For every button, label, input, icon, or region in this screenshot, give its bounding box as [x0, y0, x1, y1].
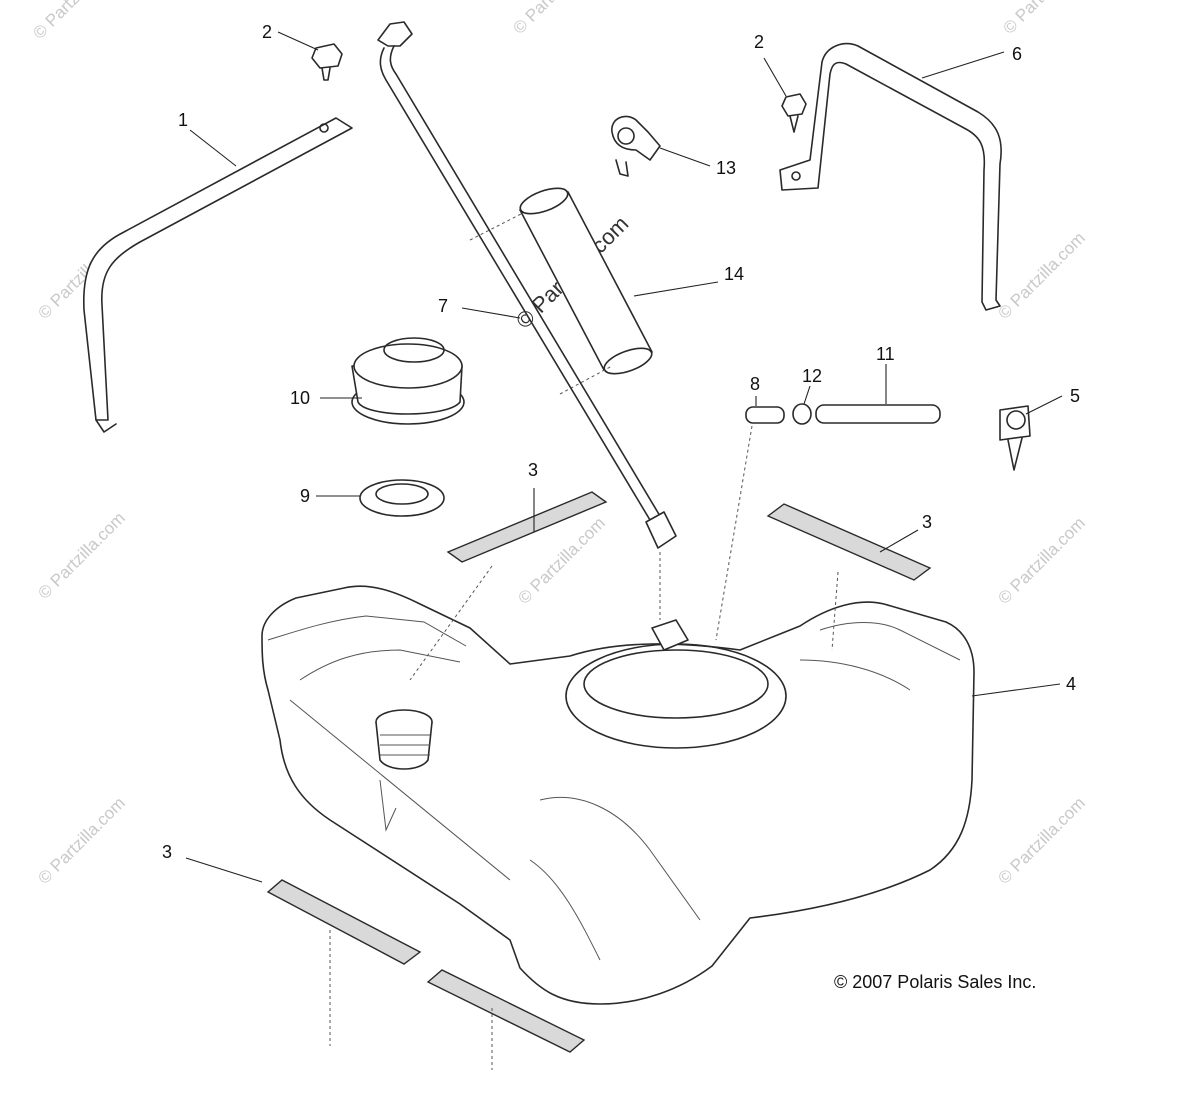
part-3-pad-bottom-right — [426, 969, 586, 1053]
callout-3-bottom: 3 — [162, 842, 172, 862]
callout-3-right: 3 — [922, 512, 932, 532]
part-3-pad-right — [766, 503, 932, 581]
watermark-text: © Partzilla.com — [34, 508, 128, 602]
part-4-fuel-tank — [261, 585, 975, 1005]
part-10-fuel-cap — [351, 337, 465, 425]
watermark-text: © Partzilla.com — [509, 0, 603, 38]
callout-12: 12 — [802, 366, 822, 386]
part-3-pad-top — [446, 491, 608, 563]
callout-3-top: 3 — [528, 460, 538, 480]
part-9-seal-ring — [359, 479, 445, 517]
watermark-text: © Partzilla.com — [999, 0, 1093, 38]
part-14-sleeve-tube — [469, 187, 653, 395]
callout-4: 4 — [1066, 674, 1076, 694]
callout-8: 8 — [750, 374, 760, 394]
part-1-left-strap — [82, 117, 353, 433]
callout-leader-group — [185, 31, 1063, 1070]
part-3-pad-bottom-left — [266, 879, 422, 965]
part-13-hose-clip — [611, 115, 661, 177]
part-7-fuel-line — [377, 21, 677, 620]
watermark-text: © Partzilla.com — [994, 793, 1088, 887]
watermark-text: © Partzilla.com — [29, 0, 123, 43]
watermark-text: © Partzilla.com — [994, 513, 1088, 607]
watermark-text: © Partzilla.com — [34, 793, 128, 887]
callout-7: 7 — [438, 296, 448, 316]
callout-2-right: 2 — [754, 32, 764, 52]
part-8-short-hose — [745, 406, 785, 424]
callout-10: 10 — [290, 388, 310, 408]
copyright-text: © 2007 Polaris Sales Inc. — [834, 972, 1036, 992]
part-2-bolt-left — [311, 43, 343, 81]
callout-6: 6 — [1012, 44, 1022, 64]
part-5-clip — [999, 405, 1031, 471]
part-11-long-hose — [715, 404, 941, 641]
part-2-bolt-right — [781, 93, 807, 133]
callout-label-group: 2 2 6 1 13 14 7 11 8 12 10 5 3 9 3 4 3 — [162, 22, 1080, 862]
callout-13: 13 — [716, 158, 736, 178]
watermark-text: © Partzilla.com — [994, 228, 1088, 322]
part-6-right-bracket — [779, 42, 1002, 311]
callout-5: 5 — [1070, 386, 1080, 406]
part-12-hose-clamp — [792, 403, 812, 425]
callout-9: 9 — [300, 486, 310, 506]
callout-2-left: 2 — [262, 22, 272, 42]
callout-11: 11 — [876, 344, 895, 364]
callout-14: 14 — [724, 264, 744, 284]
callout-1: 1 — [178, 110, 188, 130]
